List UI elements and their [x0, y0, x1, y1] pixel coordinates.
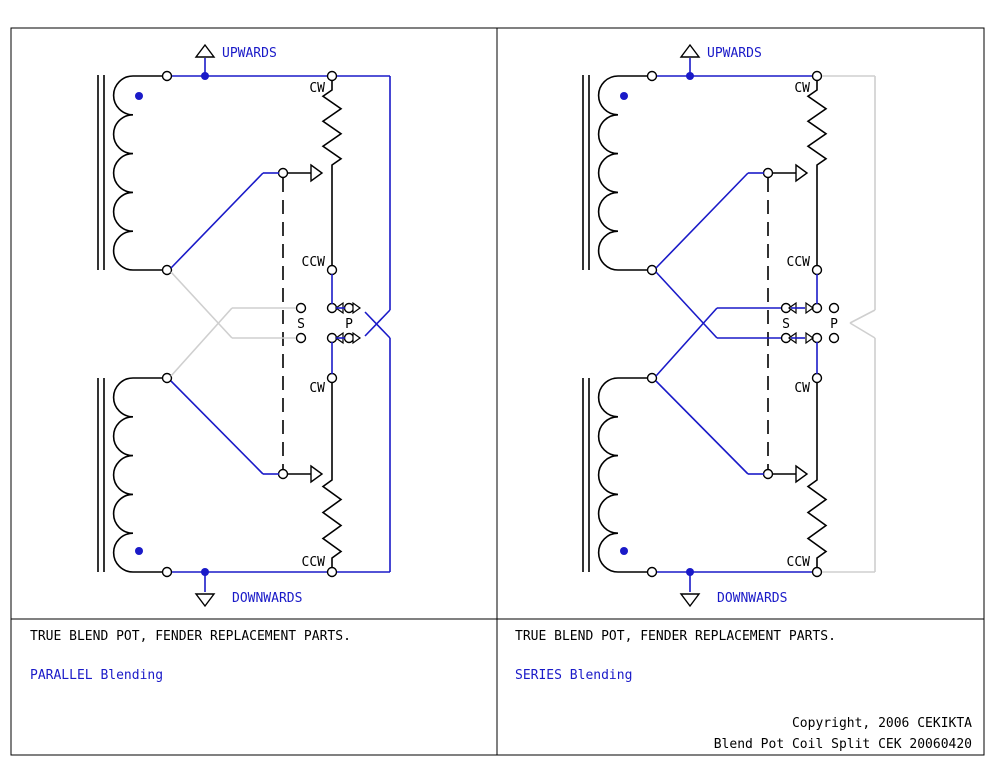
wiper-arrow-icon	[310, 163, 324, 183]
upwards-label: UPWARDS	[222, 46, 277, 61]
switch-s-label: S	[782, 317, 790, 332]
pot-terminal-cw	[326, 372, 338, 384]
series-wire	[655, 307, 718, 377]
terminal-node	[161, 70, 173, 82]
coil-polarity-dot	[135, 547, 143, 555]
potentiometer-icon	[806, 470, 828, 568]
terminal-node	[161, 264, 173, 276]
unused-loop	[849, 309, 876, 324]
terminal-node	[646, 566, 658, 578]
pot-terminal-cw	[811, 70, 823, 82]
switch-p-label: P	[345, 317, 353, 332]
switch-p-contact-top	[343, 302, 355, 314]
unused-wire	[170, 307, 233, 377]
pickup-coil-icon	[112, 75, 134, 271]
bottom-pot-ccw-label: CCW	[787, 555, 811, 570]
caption-mode-right: SERIES Blending	[515, 668, 632, 683]
arrow-down-terminal-icon	[679, 593, 701, 608]
arrow-down-terminal-icon	[194, 593, 216, 608]
pot-terminal-ccw	[811, 264, 823, 276]
coil-polarity-dot	[620, 92, 628, 100]
unused-wire	[170, 271, 233, 339]
potentiometer-icon	[806, 80, 828, 175]
tap-wire-bottom	[170, 380, 264, 475]
copyright-text: Copyright, 2006 CEKIKTA	[792, 716, 972, 731]
switch-s-contact-bottom	[295, 332, 307, 344]
outer-loop	[364, 311, 391, 339]
wiper-node	[762, 468, 774, 480]
pickup-coil-icon	[112, 377, 134, 573]
switch-s-contact-top	[295, 302, 307, 314]
bottom-pot-cw-label: CW	[794, 381, 810, 396]
top-pot-ccw-label: CCW	[787, 255, 811, 270]
switch-arm-icon	[352, 301, 362, 315]
pot-terminal-ccw	[326, 566, 338, 578]
outer-loop	[364, 309, 391, 337]
wiper-arrow-icon	[795, 163, 809, 183]
downwards-label: DOWNWARDS	[717, 591, 787, 606]
pickup-coil-icon	[597, 377, 619, 573]
downwards-label: DOWNWARDS	[232, 591, 302, 606]
pot-terminal-cw	[811, 372, 823, 384]
junction-dot	[201, 72, 209, 80]
switch-arm-icon	[805, 331, 815, 345]
wiper-arrow-icon	[795, 464, 809, 484]
terminal-node	[646, 264, 658, 276]
caption-title-right: TRUE BLEND POT, FENDER REPLACEMENT PARTS…	[515, 629, 836, 644]
upwards-label: UPWARDS	[707, 46, 762, 61]
terminal-node	[161, 566, 173, 578]
wiper-node	[762, 167, 774, 179]
coil-polarity-dot	[620, 547, 628, 555]
pot-terminal-cw	[326, 70, 338, 82]
switch-arm-icon	[352, 331, 362, 345]
terminal-node	[646, 372, 658, 384]
parallel-panel: UPWARDS DOWNWARDS CW CCW CW CCW S P	[97, 43, 391, 608]
switch-p-contact-top	[828, 302, 840, 314]
tap-wire-top	[170, 172, 264, 269]
series-panel: UPWARDS DOWNWARDS CW CCW CW CCW S P	[582, 43, 876, 608]
switch-p-contact-bottom	[343, 332, 355, 344]
series-wire	[655, 271, 718, 339]
tap-wire-top	[655, 172, 749, 269]
top-pot-cw-label: CW	[794, 81, 810, 96]
coil-polarity-dot	[135, 92, 143, 100]
pot-terminal-ccw	[326, 264, 338, 276]
top-pot-ccw-label: CCW	[302, 255, 326, 270]
potentiometer-icon	[321, 470, 343, 568]
pot-terminal-ccw	[811, 566, 823, 578]
junction-dot	[201, 568, 209, 576]
switch-p-label: P	[830, 317, 838, 332]
arrow-up-terminal-icon	[679, 43, 701, 58]
bottom-pot-ccw-label: CCW	[302, 555, 326, 570]
switch-s-label: S	[297, 317, 305, 332]
tap-wire-bottom	[655, 380, 749, 475]
switch-arm-icon	[805, 301, 815, 315]
top-pot-cw-label: CW	[309, 81, 325, 96]
bottom-pot-cw-label: CW	[309, 381, 325, 396]
terminal-node	[646, 70, 658, 82]
junction-dot	[686, 72, 694, 80]
terminal-node	[161, 372, 173, 384]
potentiometer-icon	[321, 80, 343, 175]
switch-p-contact-bottom	[828, 332, 840, 344]
arrow-up-terminal-icon	[194, 43, 216, 58]
wiper-arrow-icon	[310, 464, 324, 484]
junction-dot	[686, 568, 694, 576]
wiper-node	[277, 468, 289, 480]
unused-loop	[849, 322, 876, 339]
caption-title-left: TRUE BLEND POT, FENDER REPLACEMENT PARTS…	[30, 629, 351, 644]
wiper-node	[277, 167, 289, 179]
caption-mode-left: PARALLEL Blending	[30, 668, 163, 683]
drawing-id-text: Blend Pot Coil Split CEK 20060420	[714, 737, 972, 752]
pickup-coil-icon	[597, 75, 619, 271]
